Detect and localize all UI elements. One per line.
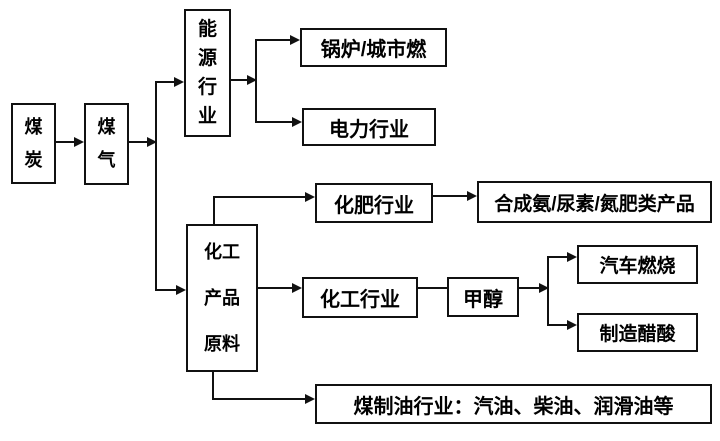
node-coal-to-oil: 煤制油行业：汽油、柴油、润滑油等 bbox=[315, 384, 712, 424]
edge-chemraw-to-fertilizer bbox=[213, 196, 305, 198]
node-boiler-city-fuel: 锅炉/城市燃 bbox=[300, 28, 447, 67]
trunk-branch-line bbox=[155, 81, 157, 291]
node-methanol-label: 甲醇 bbox=[463, 288, 503, 311]
arrowhead bbox=[467, 191, 477, 201]
node-energy-industry: 能源行业 bbox=[184, 9, 231, 137]
arrowhead bbox=[292, 283, 302, 293]
edge-chemraw-down bbox=[212, 372, 214, 400]
node-coal-gas: 煤气 bbox=[84, 103, 129, 185]
edge-energy-to-branch bbox=[231, 79, 247, 81]
arrowhead bbox=[539, 283, 549, 293]
node-chemical-industry: 化工行业 bbox=[302, 277, 418, 318]
edge-coal-to-gas bbox=[56, 141, 75, 143]
edge-trunk-to-chemraw bbox=[156, 289, 176, 291]
edge-chemraw-up bbox=[213, 196, 215, 224]
arrowhead bbox=[567, 252, 577, 262]
edge-gas-to-trunk bbox=[129, 141, 147, 143]
edge-methanol-to-branch bbox=[519, 287, 539, 289]
node-ammonia-products-label: 合成氨/尿素/氮肥类产品 bbox=[494, 193, 695, 215]
node-chemical-industry-label: 化工行业 bbox=[320, 289, 400, 311]
node-power-industry-label: 电力行业 bbox=[329, 118, 409, 141]
node-fertilizer-industry: 化肥行业 bbox=[315, 183, 433, 223]
node-coal-gas-label: 煤气 bbox=[97, 117, 116, 170]
methanol-branch-line bbox=[547, 256, 549, 326]
arrowhead bbox=[292, 117, 302, 127]
edge-chemraw-to-chemind bbox=[258, 287, 292, 289]
arrowhead bbox=[567, 320, 577, 330]
edge-fertilizer-to-ammonia bbox=[433, 195, 467, 197]
edge-branch-to-boiler bbox=[256, 39, 290, 41]
node-coal-to-oil-label: 煤制油行业：汽油、柴油、润滑油等 bbox=[353, 395, 674, 418]
node-chemical-raw-materials-label: 化工产品原料 bbox=[203, 242, 240, 354]
edge-chemraw-to-coaltooil bbox=[212, 398, 305, 400]
arrowhead bbox=[147, 137, 157, 147]
node-acetic-acid-manufacture-label: 制造醋酸 bbox=[599, 324, 676, 345]
edge-trunk-to-energy bbox=[156, 81, 174, 83]
node-energy-industry-label: 能源行业 bbox=[197, 19, 217, 127]
edge-chemind-to-methanol bbox=[418, 287, 447, 289]
node-vehicle-combustion: 汽车燃烧 bbox=[577, 245, 698, 284]
arrowhead bbox=[176, 285, 186, 295]
node-coal: 煤炭 bbox=[11, 103, 56, 184]
edge-branch-to-vehicle bbox=[548, 256, 567, 258]
energy-branch-line bbox=[255, 39, 257, 123]
arrowhead bbox=[290, 35, 300, 45]
node-vehicle-combustion-label: 汽车燃烧 bbox=[599, 256, 676, 277]
node-chemical-raw-materials: 化工产品原料 bbox=[186, 224, 258, 372]
arrowhead bbox=[174, 77, 184, 87]
node-power-industry: 电力行业 bbox=[302, 108, 436, 146]
arrowhead bbox=[305, 192, 315, 202]
arrowhead bbox=[247, 75, 257, 85]
edge-branch-to-acetic bbox=[548, 324, 567, 326]
node-boiler-city-fuel-label: 锅炉/城市燃 bbox=[320, 39, 427, 61]
node-coal-label: 煤炭 bbox=[24, 116, 43, 170]
arrowhead bbox=[305, 394, 315, 404]
arrowhead bbox=[74, 137, 84, 147]
node-acetic-acid-manufacture: 制造醋酸 bbox=[577, 313, 698, 352]
node-methanol: 甲醇 bbox=[447, 277, 519, 317]
node-fertilizer-industry-label: 化肥行业 bbox=[334, 194, 414, 217]
node-ammonia-products: 合成氨/尿素/氮肥类产品 bbox=[477, 181, 712, 223]
edge-branch-to-power bbox=[256, 121, 292, 123]
